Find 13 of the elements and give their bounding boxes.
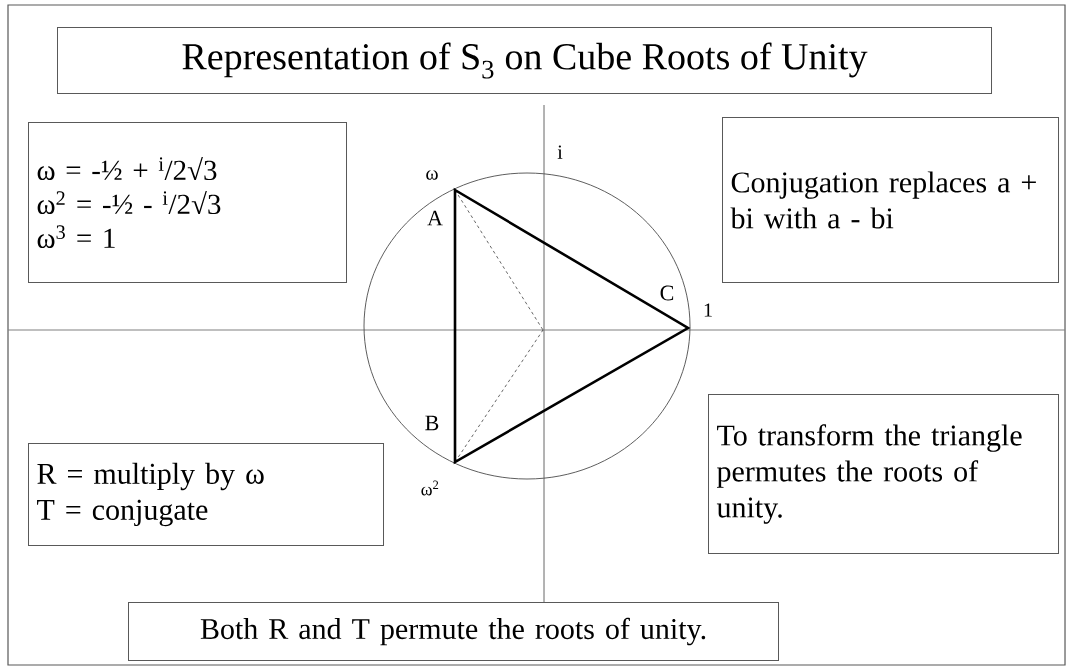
title-box: Representation of S$_{3}$ on Cube Roots of Unity	[57, 27, 992, 94]
point-label: A	[427, 210, 443, 226]
text-box: ω = -½ + $^{i}$/2√3 ω$^{2}$ = -½ - $^{i}$/2√3 ω$^{3}$ = 1	[28, 122, 347, 283]
point-label: C	[660, 285, 674, 301]
text-box: R = multiply by ω T = conjugate	[28, 443, 384, 546]
text-box: Both R and T permute the roots of unity.	[128, 602, 779, 661]
point-label: ω$^{2}$	[421, 480, 439, 496]
text-box: Conjugation replaces a + bi with a - bi	[722, 117, 1059, 283]
point-label: ω	[426, 170, 438, 180]
text-box: To transform the triangle permutes the roots of unity.	[708, 394, 1059, 554]
point-label: B	[425, 415, 439, 431]
point-label: 1	[704, 303, 712, 317]
point-label: i	[557, 145, 563, 159]
